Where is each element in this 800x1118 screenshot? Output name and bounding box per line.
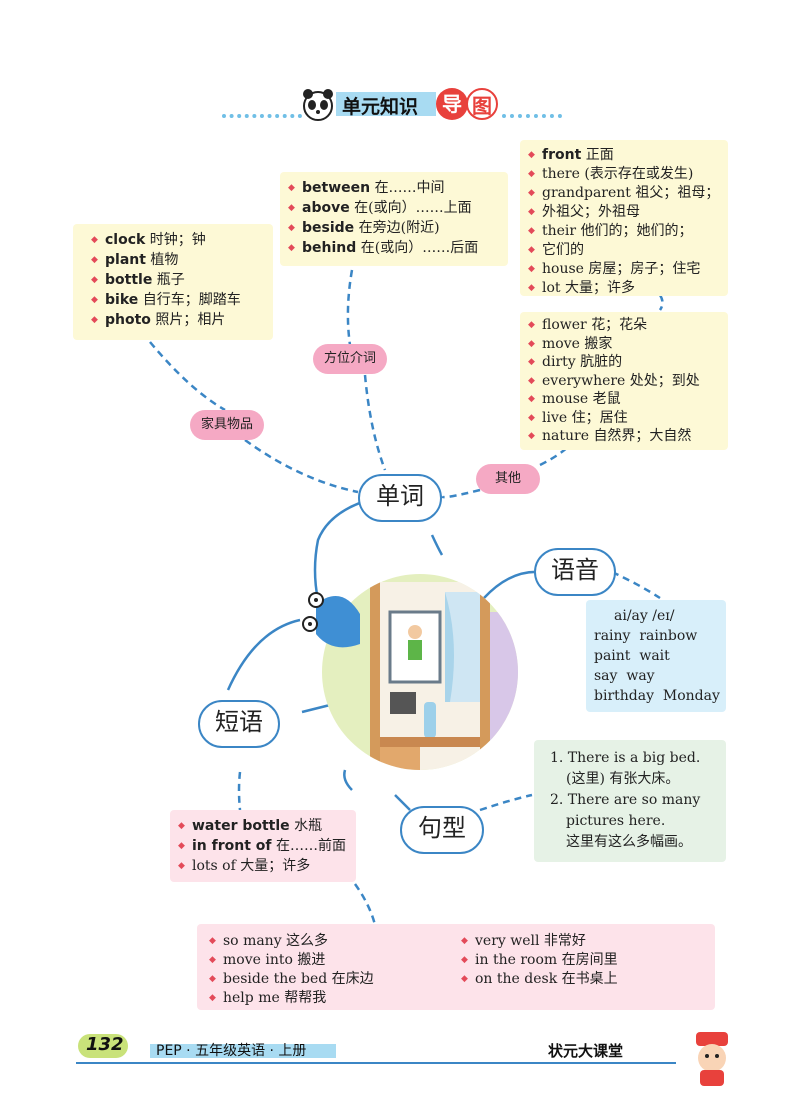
footer-brand: 状元大课堂 xyxy=(548,1042,624,1060)
tag-others: 其他 xyxy=(476,464,540,494)
list-item: move into 搬进 xyxy=(209,951,374,970)
list-item-continued: 外祖父；外祖母 xyxy=(528,203,728,222)
sentence-line: 2. There are so many xyxy=(550,792,701,808)
list-item: behind 在(或向）……后面 xyxy=(288,238,508,258)
phonics-row: paint wait xyxy=(594,648,670,664)
bubble-phrases: 短语 xyxy=(198,700,280,748)
list-item: water bottle 水瓶 xyxy=(178,816,356,836)
list-item: flower 花；花朵 xyxy=(528,316,728,335)
list-item-continued: 它们的 xyxy=(528,241,728,260)
phrases-box: water bottle 水瓶 in front of 在……前面 lots o… xyxy=(170,810,356,882)
phonics-box: ai/ay /eɪ/ rainy rainbow paint wait say … xyxy=(586,600,726,712)
footer-book: PEP · 五年级英语 · 上册 xyxy=(156,1043,307,1059)
phonics-row: rainy rainbow xyxy=(594,628,698,644)
list-item: beside the bed 在床边 xyxy=(209,970,374,989)
list-item: plant 植物 xyxy=(91,250,273,270)
page-number-badge xyxy=(78,1034,128,1058)
header-title-bar: 单元知识 导 图 xyxy=(300,86,500,122)
phonics-row: birthday Monday xyxy=(594,688,720,704)
list-item: help me 帮帮我 xyxy=(209,989,374,1008)
others-box-b: flower 花；花朵 move 搬家 dirty 肮脏的 everywhere… xyxy=(520,312,728,450)
bubble-sentences: 句型 xyxy=(400,806,484,854)
list-item: beside 在旁边(附近) xyxy=(288,218,508,238)
sentences-box: 1. There is a big bed. (这里) 有张大床。 2. The… xyxy=(534,740,726,862)
list-item: move 搬家 xyxy=(528,335,728,354)
footer-line xyxy=(76,1062,676,1064)
list-item: everywhere 处处；到处 xyxy=(528,372,728,391)
list-item: on the desk 在书桌上 xyxy=(461,970,618,989)
others-box-a: front 正面 there (表示存在或发生) grandparent 祖父；… xyxy=(520,140,728,298)
prepositions-box: between 在……中间 above 在(或向）……上面 beside 在旁边… xyxy=(280,172,508,266)
mascot-icon xyxy=(684,1028,740,1088)
list-item: their 他们的；她们的； xyxy=(528,222,728,241)
furniture-list: clock 时钟；钟 plant 植物 bottle 瓶子 bike 自行车；脚… xyxy=(91,230,273,330)
bubble-phonics: 语音 xyxy=(534,548,616,596)
extra-phrases-right: very well 非常好 in the room 在房间里 on the de… xyxy=(461,932,618,989)
list-item: in the room 在房间里 xyxy=(461,951,618,970)
list-item: in front of 在……前面 xyxy=(178,836,356,856)
sentence-line: pictures here. xyxy=(566,813,666,829)
sentence-line: 1. There is a big bed. xyxy=(550,750,701,766)
list-item: clock 时钟；钟 xyxy=(91,230,273,250)
list-item: mouse 老鼠 xyxy=(528,390,728,409)
list-item: photo 照片；相片 xyxy=(91,310,273,330)
list-item: above 在(或向）……上面 xyxy=(288,198,508,218)
list-item: live 住；居住 xyxy=(528,409,728,428)
room-illustration xyxy=(320,572,520,772)
list-item: very well 非常好 xyxy=(461,932,618,951)
list-item: bike 自行车；脚踏车 xyxy=(91,290,273,310)
header-panda-icon xyxy=(300,86,336,122)
bubble-words: 单词 xyxy=(358,474,442,522)
tag-prepositions: 方位介词 xyxy=(313,344,387,374)
header-dots-left xyxy=(222,114,302,122)
phonics-heading: ai/ay /eɪ/ xyxy=(614,608,675,624)
list-item: lots of 大量；许多 xyxy=(178,856,356,876)
header-title-highlight-2: 图 xyxy=(466,88,498,120)
list-item: there (表示存在或发生) xyxy=(528,165,728,184)
footer-book-bg xyxy=(150,1044,336,1058)
sentence-line: 这里有这么多幅画。 xyxy=(566,834,692,850)
header-title-highlight-1: 导 xyxy=(436,88,468,120)
list-item: grandparent 祖父；祖母； xyxy=(528,184,728,203)
list-item: so many 这么多 xyxy=(209,932,374,951)
sentence-line: (这里) 有张大床。 xyxy=(566,771,680,787)
list-item: house 房屋；房子；住宅 xyxy=(528,260,728,279)
list-item: dirty 肮脏的 xyxy=(528,353,728,372)
extra-phrases-box: so many 这么多 move into 搬进 beside the bed … xyxy=(197,924,715,1010)
header-title: 单元知识 xyxy=(342,96,419,118)
list-item: nature 自然界；大自然 xyxy=(528,427,728,446)
list-item: between 在……中间 xyxy=(288,178,508,198)
list-item: bottle 瓶子 xyxy=(91,270,273,290)
others-list-b: flower 花；花朵 move 搬家 dirty 肮脏的 everywhere… xyxy=(528,316,728,446)
bug-character xyxy=(302,584,362,654)
page-number: 132 xyxy=(86,1034,124,1055)
phrases-list: water bottle 水瓶 in front of 在……前面 lots o… xyxy=(178,816,356,876)
header-dots-right xyxy=(502,114,562,122)
phonics-row: say way xyxy=(594,668,655,684)
furniture-box: clock 时钟；钟 plant 植物 bottle 瓶子 bike 自行车；脚… xyxy=(73,224,273,340)
prepositions-list: between 在……中间 above 在(或向）……上面 beside 在旁边… xyxy=(288,178,508,258)
list-item: front 正面 xyxy=(528,146,728,165)
extra-phrases-left: so many 这么多 move into 搬进 beside the bed … xyxy=(209,932,374,1008)
tag-furniture: 家具物品 xyxy=(190,410,264,440)
others-list-a: front 正面 there (表示存在或发生) grandparent 祖父；… xyxy=(528,146,728,298)
list-item: lot 大量；许多 xyxy=(528,279,728,298)
header-title-bg xyxy=(336,92,436,116)
